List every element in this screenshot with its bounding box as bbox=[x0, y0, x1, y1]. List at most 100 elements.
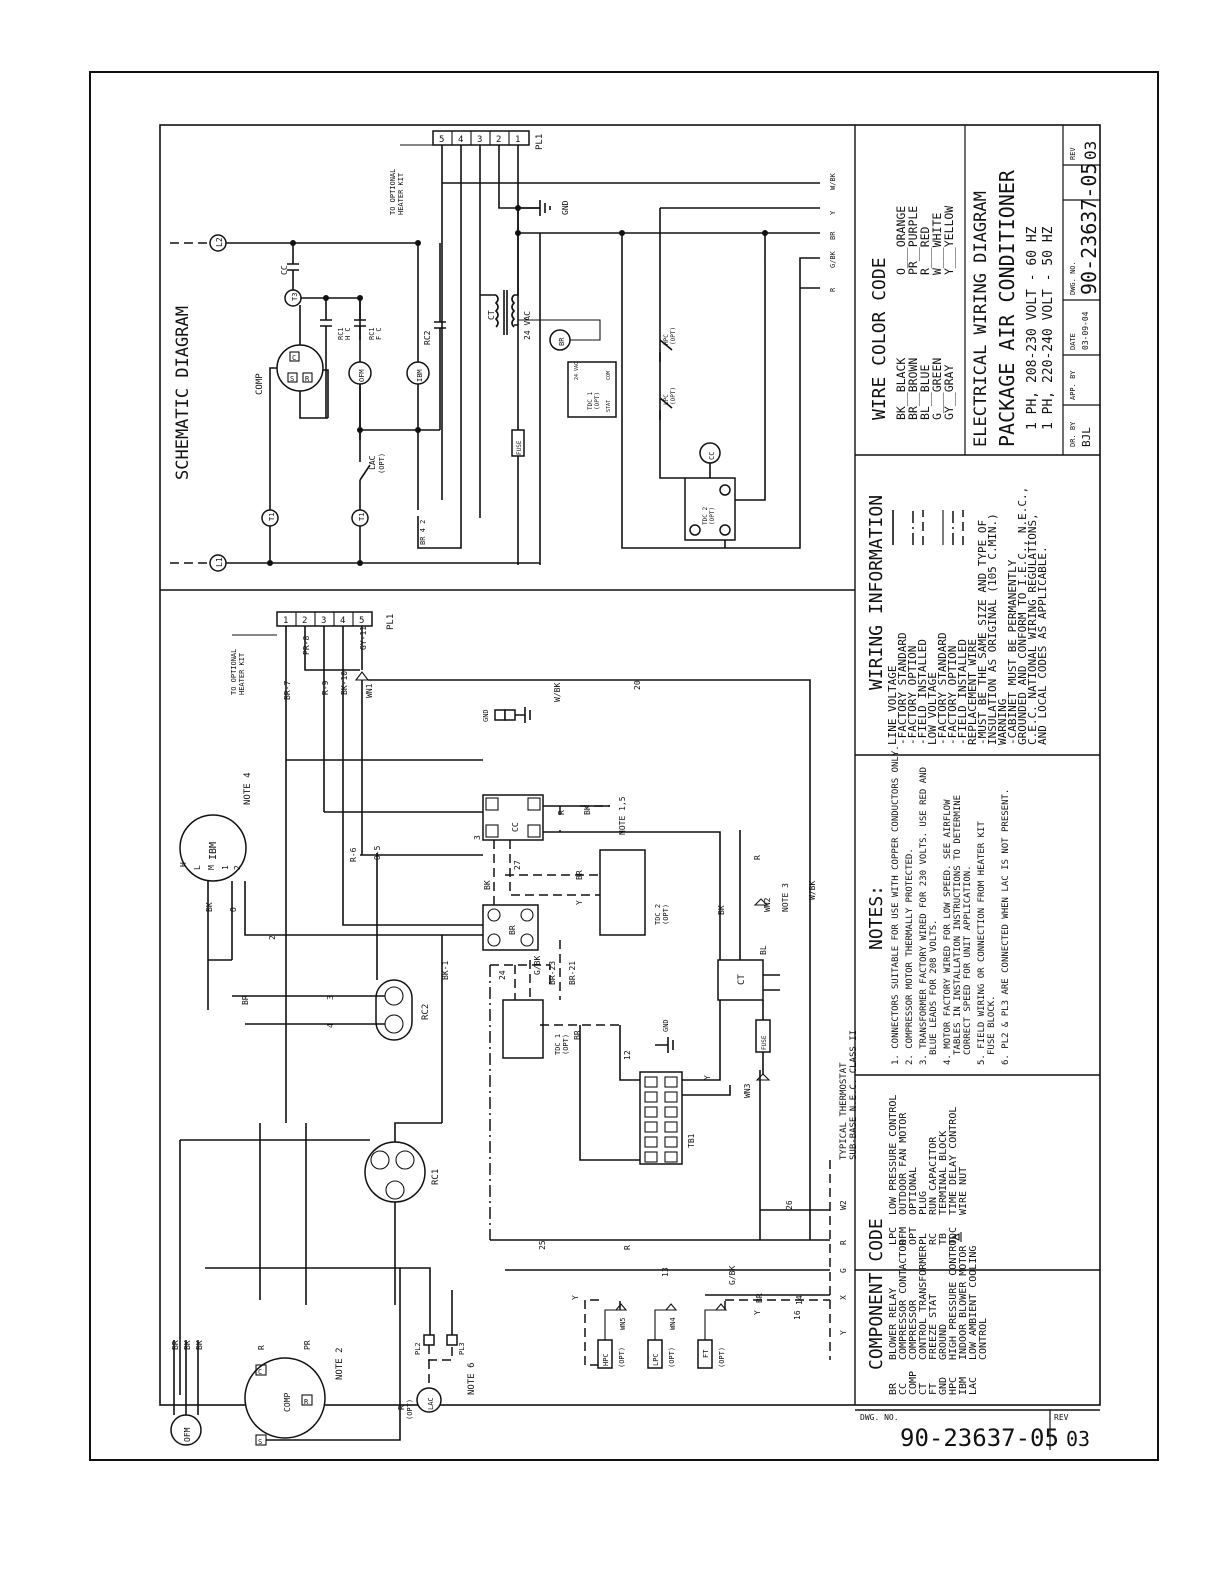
cc-contactor-ladder: CC NOTE 1,5 bbox=[482, 794, 627, 841]
note-5: TABLES IN INSTALLATION INSTRUCTIONS TO D… bbox=[953, 795, 963, 1055]
cc-right-4-desc: RUN CAPACITOR bbox=[928, 1136, 939, 1215]
note15-label: NOTE 1,5 bbox=[618, 796, 627, 835]
wn5-label: WN5 bbox=[619, 1317, 627, 1330]
wiring-info-line-8: REPLACEMENT WIRE bbox=[966, 639, 979, 745]
pl1-ladder-pin-4: 4 bbox=[340, 616, 345, 626]
wire-label-bk-ofm: BK bbox=[195, 1340, 204, 1350]
br-relay-ladder: BR bbox=[482, 904, 539, 951]
dwg-no: 90-23637-05 bbox=[1077, 163, 1101, 295]
wire-color-code-title: WIRE COLOR CODE bbox=[869, 257, 890, 420]
wire-color-left-4: GY__GRAY bbox=[942, 365, 956, 420]
note-3: BLUE LEADS FOR 208 VOLTS. bbox=[929, 920, 939, 1055]
ofm-motor-schematic: OFM bbox=[348, 361, 372, 385]
y-label-schematic: Y bbox=[829, 210, 837, 215]
cc-left-7-desc: INDOOR BLOWER MOTOR bbox=[958, 1245, 969, 1360]
dr-by: BJL bbox=[1080, 427, 1093, 447]
hpc-ladder: HPC (OPT) WN5 bbox=[597, 1303, 628, 1369]
cc-left-1-code: CC bbox=[898, 1383, 909, 1395]
wire-nut-wn2: WN2 NOTE 3 bbox=[753, 883, 790, 912]
rc2-label: RC2 bbox=[423, 330, 432, 345]
wire-label-20: 20 bbox=[633, 680, 642, 690]
ibm-motor-ladder: IBM H L M 1 2 NOTE 4 bbox=[179, 772, 253, 882]
hpc-opt-schematic: (OPT) bbox=[670, 327, 677, 345]
title-block-fields: DR. BY BJL APP. BY DATE 03-09-04 DWG. NO… bbox=[1069, 141, 1101, 447]
cc-right-6-code: TDC bbox=[948, 1227, 959, 1245]
wiring-info-line-12: -CABINET MUST BE PERMANENTLY bbox=[1006, 559, 1019, 745]
wire-label-wbk-top: W/BK bbox=[553, 683, 562, 702]
pl1-plug-ladder: 1 2 3 4 5 PL1 bbox=[276, 611, 396, 630]
wire-color-code: WIRE COLOR CODE BK__BLACK BR__BROWN BL__… bbox=[869, 206, 956, 420]
comp-label: COMP bbox=[255, 373, 265, 395]
title-block: ELECTRICAL WIRING DIAGRAM PACKAGE AIR CO… bbox=[971, 169, 1056, 447]
pl1-pin-3: 3 bbox=[477, 135, 482, 145]
pl1-ladder-pin-1: 1 bbox=[283, 616, 288, 626]
pl1-pin-1: 1 bbox=[515, 135, 520, 145]
cc-right-2-code: OPT bbox=[908, 1227, 919, 1245]
contactor-t1-upper: T1 bbox=[351, 509, 369, 527]
terminal-g: G bbox=[839, 1268, 848, 1273]
ibm-m: M bbox=[207, 865, 216, 870]
wire-label-bk1: BK-1 bbox=[441, 961, 450, 980]
ibm-motor-schematic: IBM bbox=[406, 361, 430, 385]
tdc2-label-schematic: TDC 2 bbox=[702, 507, 709, 525]
date-label: DATE bbox=[1069, 333, 1077, 350]
wiring-info-line-2: -FACTORY OPTION bbox=[906, 646, 919, 745]
wire-label-o-ofm: BR bbox=[171, 1340, 180, 1350]
wire-color-left-3: G___GREEN bbox=[930, 358, 944, 420]
t1-label-b: T1 bbox=[358, 513, 366, 521]
note-9: 6. PL2 & PL3 ARE CONNECTED WHEN LAC IS N… bbox=[1001, 789, 1011, 1065]
lac-ladder-opt: (OPT) bbox=[406, 1399, 414, 1420]
cc-left-2-code: COMP bbox=[908, 1371, 919, 1395]
cc-right-5-desc: TERMINAL BLOCK bbox=[938, 1131, 949, 1215]
cc-left-8-code: LAC bbox=[968, 1377, 979, 1395]
wire-label-o-ibm: O bbox=[229, 907, 238, 912]
wiring-information: WIRING INFORMATION LINE VOLTAGE -FACTORY… bbox=[866, 487, 1049, 745]
br-relay-coil: BR bbox=[549, 329, 571, 351]
wire-label-y-ft: Y bbox=[753, 1310, 762, 1315]
cc-right-5-code: TB bbox=[938, 1233, 949, 1245]
wire-label-27: 27 bbox=[513, 860, 522, 870]
rc1-fc-capacitor: RC1 F C bbox=[354, 298, 383, 340]
ofm-label: OFM bbox=[358, 369, 366, 382]
ibm-h: H bbox=[179, 862, 188, 867]
cc-left-9-desc: CONTROL bbox=[978, 1318, 989, 1360]
wn1-label: WN1 bbox=[365, 683, 374, 698]
cc-coil-schematic: CC bbox=[699, 442, 721, 464]
wire-label-16: 16 bbox=[793, 1310, 802, 1320]
hpc-ladder-opt: (OPT) bbox=[618, 1347, 626, 1368]
ibm-2: 2 bbox=[233, 865, 242, 870]
br-ladder-label: BR bbox=[508, 925, 517, 935]
wire-label-pr8: PR-8 bbox=[302, 636, 311, 655]
wire-label-br-tdc: BR bbox=[573, 1030, 582, 1040]
wiring-info-line-0: LINE VOLTAGE bbox=[886, 666, 899, 745]
fuse-schematic: FUSE bbox=[511, 429, 525, 457]
fc-label: F C bbox=[375, 327, 383, 340]
title-line-1: 1 PH, 208-230 VOLT - 60 HZ bbox=[1025, 226, 1040, 430]
ibm-l: L bbox=[193, 865, 202, 870]
tdc1-ladder-opt: (OPT) bbox=[562, 1034, 570, 1055]
lpc-ladder: LPC (OPT) WN4 bbox=[647, 1303, 678, 1369]
pl2-label: PL2 bbox=[414, 1342, 422, 1355]
cc-coil-label: CC bbox=[708, 452, 716, 460]
terminal-l1: L1 bbox=[170, 554, 227, 572]
cc-left-3-desc: CONTROL TRANSFORMER bbox=[918, 1245, 929, 1360]
pl1-ladder-pin-3: 3 bbox=[321, 616, 326, 626]
cc-left-6-code: HPC bbox=[948, 1377, 959, 1395]
pl1-ladder-pin-5: 5 bbox=[359, 616, 364, 626]
wire-color-right-3: W___WHITE bbox=[930, 213, 944, 275]
drawing-frame bbox=[159, 124, 1101, 1406]
bottom-dwg-no-label: DWG. NO. bbox=[860, 1413, 899, 1422]
ladder-heater-kit-2: HEATER KIT bbox=[238, 652, 246, 695]
wire-label-12: 12 bbox=[623, 1050, 632, 1060]
cc-right-0-code: LPC bbox=[888, 1227, 899, 1245]
wire-color-left-1: BR__BROWN bbox=[906, 358, 920, 420]
gnd-tb-label: GND bbox=[662, 1019, 670, 1032]
bottom-rev: 03 bbox=[1066, 1427, 1090, 1451]
pl1-ladder-pin-2: 2 bbox=[302, 616, 307, 626]
rc2-ladder-label: RC2 bbox=[421, 1004, 431, 1020]
page-frame bbox=[89, 71, 1159, 1461]
wire-label-br-bottom: BR bbox=[755, 1293, 764, 1303]
wire-label-gbk-bottom: G/BK bbox=[728, 1266, 737, 1285]
wire-color-right-2: R___RED bbox=[918, 226, 932, 275]
t1-label-a: T1 bbox=[268, 513, 276, 521]
